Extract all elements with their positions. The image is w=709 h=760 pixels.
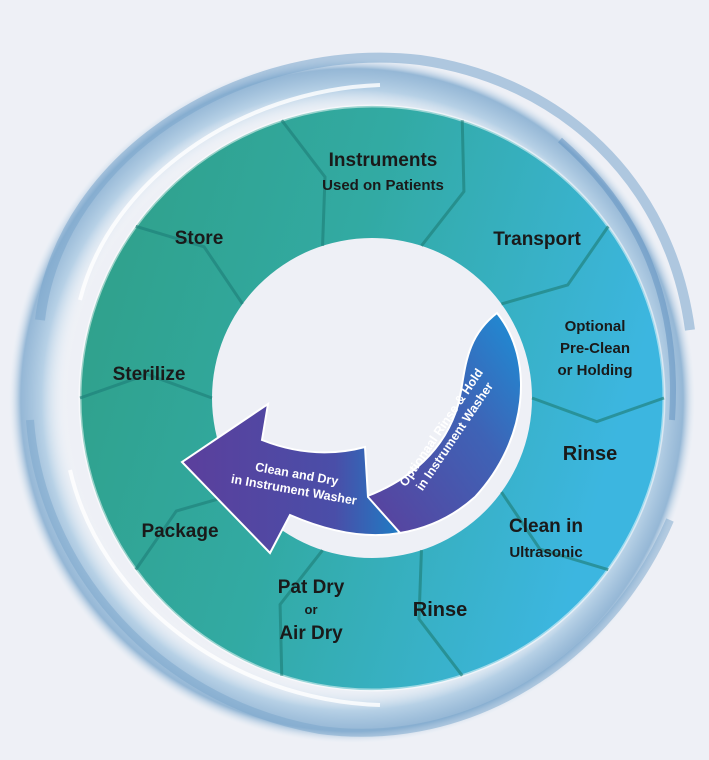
- step-rinse2-line1: Rinse: [413, 599, 467, 621]
- step-sterilize: Sterilize: [113, 364, 186, 385]
- step-instruments: Instruments Used on Patients: [322, 150, 444, 194]
- segment-divider: [420, 120, 466, 247]
- step-rinse-1: Rinse: [563, 443, 617, 465]
- step-preclean-line3: or Holding: [558, 362, 633, 379]
- step-rinse1-line1: Rinse: [563, 443, 617, 465]
- step-store: Store: [175, 228, 224, 249]
- segment-divider: [135, 224, 244, 305]
- step-package: Package: [141, 521, 218, 542]
- segment-divider: [278, 549, 324, 676]
- segment-divider: [280, 119, 327, 246]
- segment-divider: [417, 550, 464, 677]
- step-instruments-line2: Used on Patients: [322, 177, 444, 194]
- step-ultrasonic-line1: Clean in: [509, 516, 583, 537]
- step-preclean-line1: Optional: [565, 318, 626, 335]
- step-patdry-line2: or: [305, 602, 318, 617]
- ring-band: [79, 105, 665, 691]
- segment-divider: [79, 372, 213, 400]
- step-package-line1: Package: [141, 521, 218, 542]
- step-transport-line1: Transport: [493, 229, 581, 250]
- step-sterilize-line1: Sterilize: [113, 364, 186, 385]
- step-pat-dry: Pat Dry or Air Dry: [278, 577, 345, 644]
- step-preclean-line2: Pre-Clean: [560, 340, 630, 357]
- step-store-line1: Store: [175, 228, 224, 249]
- step-patdry-line3: Air Dry: [279, 623, 343, 644]
- process-ring: [78, 104, 666, 692]
- segment-divider: [531, 396, 665, 424]
- step-clean-ultrasonic: Clean in Ultrasonic: [509, 516, 583, 561]
- step-rinse-2: Rinse: [413, 599, 467, 621]
- step-optional-preclean: Optional Pre-Clean or Holding: [558, 318, 633, 379]
- segment-divider: [501, 225, 610, 306]
- step-labels: Instruments Used on Patients Transport O…: [113, 150, 633, 644]
- clean-dry-arrow-body: [180, 401, 402, 555]
- step-instruments-line1: Instruments: [329, 150, 438, 171]
- step-ultrasonic-line2: Ultrasonic: [509, 544, 582, 561]
- segment-divider: [500, 491, 609, 572]
- step-transport: Transport: [493, 229, 581, 250]
- washer-arrow: Optionaal Rinse & Hold in Instrument Was…: [180, 311, 522, 555]
- step-patdry-line1: Pat Dry: [278, 577, 345, 598]
